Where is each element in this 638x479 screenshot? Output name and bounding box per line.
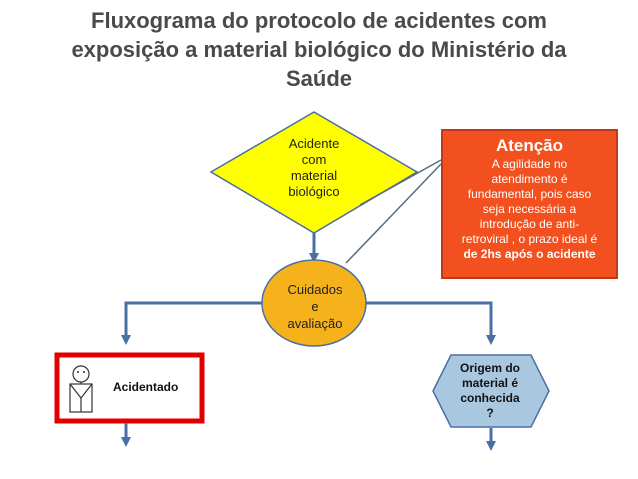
origin-line: conhecida (460, 391, 520, 405)
victim-label: Acidentado (113, 380, 179, 394)
callout-line: A agilidade no (491, 157, 568, 171)
callout-line: atendimento é (491, 172, 568, 186)
decision-line: com (301, 152, 327, 167)
decision-line: Acidente (288, 136, 340, 151)
callout-line: retroviral , o prazo ideal é (461, 232, 598, 246)
origin-line: material é (461, 376, 519, 390)
connector-care-to-origin (366, 301, 496, 345)
attention-callout: Atenção A agilidade no atendimento é fun… (441, 129, 618, 279)
callout-line: introdução de anti- (479, 217, 580, 231)
title-line-3: Saúde (285, 66, 353, 91)
decision-line: material (290, 168, 338, 183)
callout-pointer-upper (359, 159, 442, 206)
callout-heading: Atenção (495, 136, 564, 155)
origin-label: Origem do material é conhecida ? (440, 361, 540, 421)
person-icon (69, 365, 93, 413)
callout-emphasis: de 2hs após o acidente (463, 247, 596, 261)
origin-line: Origem do (459, 361, 520, 375)
decision-line: biológico (288, 184, 340, 199)
title-line-2: exposição a material biológico do Minist… (71, 37, 567, 62)
callout-line: seja necessária a (482, 202, 577, 216)
callout-body: A agilidade no atendimento é fundamental… (443, 157, 616, 262)
title-line-1: Fluxograma do protocolo de acidentes com (91, 8, 547, 33)
decision-label: Acidente com material biológico (269, 136, 359, 200)
care-label: Cuidados e avaliação (270, 281, 360, 332)
care-line: Cuidados (287, 282, 343, 297)
origin-hexagon (432, 354, 550, 428)
origin-line: ? (486, 406, 494, 420)
connector-care-to-victim (121, 301, 262, 345)
care-line: avaliação (287, 316, 343, 331)
care-line: e (311, 299, 319, 314)
page-title: Fluxograma do protocolo de acidentes com… (0, 6, 638, 93)
callout-pointer-lower (345, 163, 442, 264)
callout-line: fundamental, pois caso (467, 187, 592, 201)
